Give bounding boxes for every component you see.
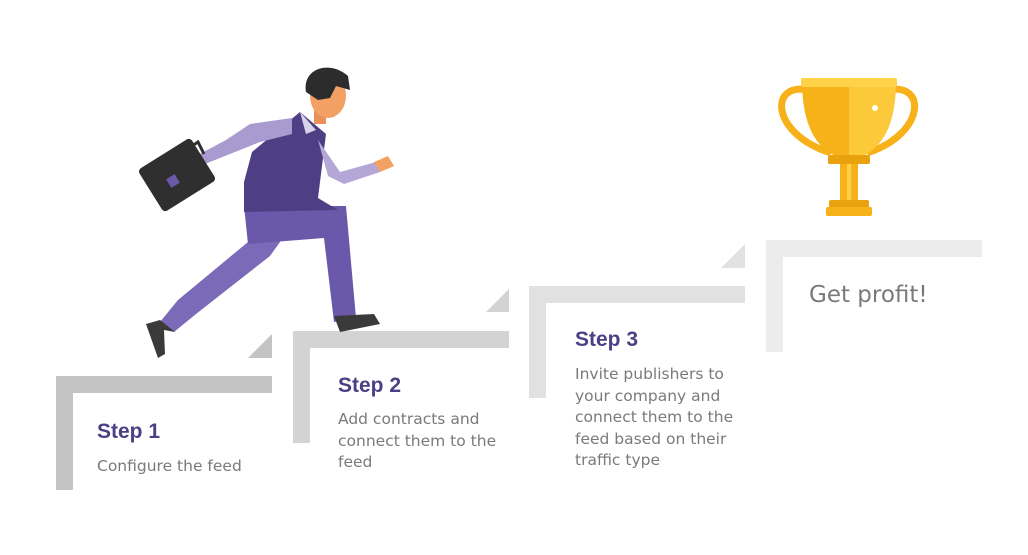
step-1-corner <box>248 334 272 358</box>
step-4-block <box>766 240 982 352</box>
businessman-figure <box>138 67 394 358</box>
front-shoe <box>334 314 380 332</box>
step-2-block <box>293 289 509 443</box>
step-2-description: Add contracts and connect them to the fe… <box>338 410 497 471</box>
step-2-title: Step 2 <box>338 374 402 397</box>
step-1-description: Configure the feed <box>97 457 242 475</box>
step-1-title: Step 1 <box>97 420 161 443</box>
get-profit-label: Get profit! <box>809 282 928 308</box>
back-shoe <box>146 320 175 358</box>
briefcase-icon <box>138 138 216 212</box>
step-3-block <box>529 244 745 398</box>
step-2-corner <box>486 289 509 312</box>
step-3-corner <box>721 244 745 268</box>
trophy-icon <box>778 78 919 216</box>
step-1-block <box>56 334 272 490</box>
step-3-title: Step 3 <box>575 328 639 351</box>
hair <box>305 67 350 100</box>
step-3-description: Invite publishers to your company and co… <box>575 365 734 469</box>
